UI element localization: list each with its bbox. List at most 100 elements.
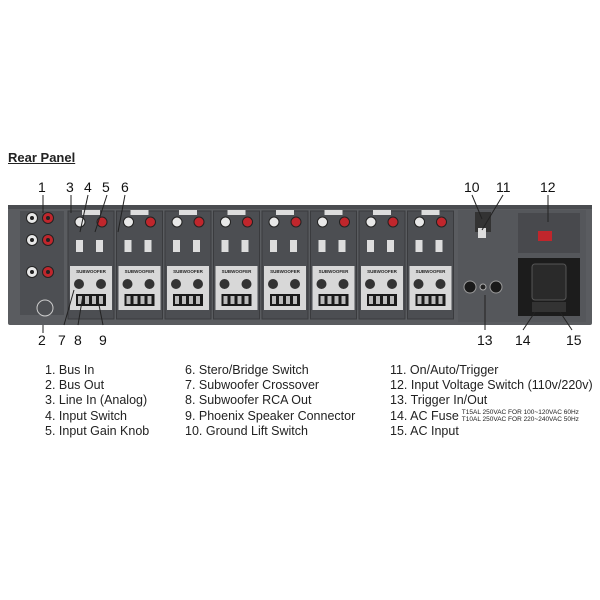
legend-item: 11. On/Auto/Trigger: [390, 363, 499, 377]
fuse-note-line-1: T15AL 250VAC FOR 100~120VAC 60Hz: [461, 408, 579, 416]
ground-lift-switch: [475, 212, 491, 232]
crossover-knob: [268, 279, 278, 289]
rca-jack: [365, 216, 377, 228]
callout-2: 2: [38, 332, 46, 348]
subwoofer-label: SUBWOOFER: [270, 269, 300, 274]
fuse-label: 14. AC Fuse: [390, 408, 459, 423]
legend-item: 3. Line In (Analog): [45, 393, 148, 408]
sub-rca: [387, 279, 397, 289]
legend-item: 2. Bus Out: [45, 378, 105, 393]
callout-15: 15: [566, 332, 582, 348]
sub-rca: [435, 279, 446, 289]
bus-section: [20, 211, 64, 315]
crossover-knob: [74, 279, 84, 289]
subwoofer-label: SUBWOOFER: [222, 269, 252, 274]
crossover-knob: [171, 279, 181, 289]
subwoofer-label: SUBWOOFER: [319, 269, 349, 274]
rca-jack: [268, 216, 280, 228]
sub-rca: [96, 279, 106, 289]
legend-item: 6. Stero/Bridge Switch: [185, 363, 309, 377]
subwoofer-label: SUBWOOFER: [173, 269, 203, 274]
phoenix-connector: [415, 294, 446, 306]
callout-5: 5: [102, 179, 110, 195]
rca-jack: [171, 216, 183, 228]
callout-13: 13: [477, 332, 493, 348]
legend-item: 15. AC Input: [390, 423, 459, 438]
switch: [124, 240, 132, 252]
crossover-knob: [122, 279, 133, 289]
rca-jack: [242, 216, 253, 228]
callout-1: 1: [38, 179, 46, 195]
callout-10: 10: [464, 179, 480, 195]
phoenix-connector: [270, 294, 300, 306]
callout-11: 11: [496, 179, 511, 195]
legend-item: 4. Input Switch: [45, 408, 127, 423]
crossover-knob: [219, 279, 230, 289]
switch: [367, 240, 374, 252]
legend-item: 12. Input Voltage Switch (110v/220v): [390, 378, 593, 393]
phoenix-connector: [124, 294, 155, 306]
switch: [173, 240, 180, 252]
rca-jack: [387, 216, 399, 228]
trigger-out-jack: [489, 280, 503, 294]
switch: [387, 240, 394, 252]
fuse-note-line-2: T10AL 250VAC FOR 220~240VAC 50Hz: [461, 415, 579, 423]
legend-item: 8. Subwoofer RCA Out: [185, 393, 312, 408]
callout-4: 4: [84, 179, 92, 195]
subwoofer-label: SUBWOOFER: [76, 269, 106, 274]
legend-item: 10. Ground Lift Switch: [185, 423, 308, 438]
rca-jack: [317, 216, 328, 228]
legend-column-2: 6. Stero/Bridge Switch 7. Subwoofer Cros…: [185, 363, 355, 439]
switch: [290, 240, 297, 252]
callout-3: 3: [66, 179, 74, 195]
switch: [415, 240, 423, 252]
legend-item: 13. Trigger In/Out: [390, 393, 488, 408]
rear-panel-diagram: SUBWOOFER SUBWOOFER SUBWOOFER SUBWOOFER SUBW…: [8, 194, 592, 333]
rca-jack: [339, 216, 350, 228]
callout-7: 7: [58, 332, 66, 348]
switch: [318, 240, 326, 252]
voltage-switch: [538, 231, 552, 241]
phoenix-connector: [173, 294, 203, 306]
rca-jack: [414, 216, 425, 228]
subwoofer-label: SUBWOOFER: [125, 269, 155, 274]
legend-item: 7. Subwoofer Crossover: [185, 378, 320, 393]
crossover-knob: [413, 279, 424, 289]
callout-14: 14: [515, 332, 531, 348]
legend-column-1: 1. Bus In 2. Bus Out 3. Line In (Analog)…: [45, 363, 149, 439]
sub-rca: [144, 279, 155, 289]
phoenix-connector: [318, 294, 349, 306]
sub-rca: [241, 279, 252, 289]
phoenix-connector: [221, 294, 252, 306]
subwoofer-label: SUBWOOFER: [416, 269, 446, 274]
legend-item: 9. Phoenix Speaker Connector: [185, 408, 356, 423]
rca-jack: [436, 216, 447, 228]
crossover-knob: [316, 279, 327, 289]
subwoofer-label: SUBWOOFER: [367, 269, 397, 274]
switch: [241, 240, 249, 252]
switch: [435, 240, 443, 252]
switch: [193, 240, 200, 252]
callout-9: 9: [99, 332, 107, 348]
rca-jack: [220, 216, 231, 228]
legend-column-3: 11. On/Auto/Trigger 12. Input Voltage Sw…: [390, 363, 593, 439]
callout-12: 12: [540, 179, 556, 195]
page-title: Rear Panel: [8, 150, 76, 165]
on-auto-trigger-switch: [478, 228, 486, 238]
switch: [96, 240, 103, 252]
switch: [338, 240, 346, 252]
trigger-in-jack: [463, 280, 477, 294]
sub-rca: [193, 279, 203, 289]
callout-8: 8: [74, 332, 82, 348]
rca-jack: [123, 216, 134, 228]
crossover-knob: [365, 279, 375, 289]
switch: [144, 240, 152, 252]
ac-fuse: [532, 302, 566, 312]
phoenix-connector: [367, 294, 397, 306]
callout-6: 6: [121, 179, 129, 195]
rca-jack: [74, 216, 86, 228]
rca-jack: [290, 216, 302, 228]
legend-item: 1. Bus In: [45, 363, 95, 377]
